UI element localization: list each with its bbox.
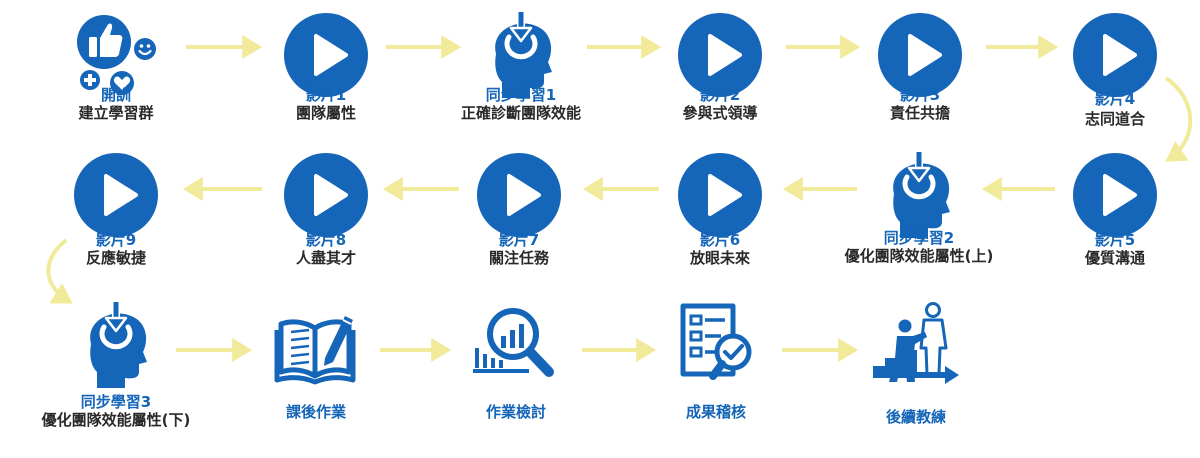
- step-subtitle: 志同道合: [1084, 110, 1145, 128]
- step-title: 影片2: [699, 86, 741, 104]
- step-title: 開訓: [100, 86, 131, 104]
- step-title: 同步學習1: [485, 86, 557, 104]
- play-icon: [283, 12, 369, 98]
- step-subtitle: 參與式領導: [682, 104, 758, 122]
- checklist-icon: [673, 302, 759, 388]
- step-subtitle: 優化團隊效能屬性(下): [41, 411, 191, 429]
- play-icon: [677, 12, 763, 98]
- flow-curve-arrow: [46, 238, 73, 304]
- head-download-icon: [73, 302, 159, 388]
- step-subtitle: 責任共擔: [889, 104, 950, 122]
- step-title: 同步學習2: [883, 229, 955, 247]
- step-subtitle: 放眼未來: [689, 249, 750, 267]
- step-subtitle: 團隊屬性: [295, 104, 356, 122]
- step-subtitle: 後續教練: [885, 408, 946, 426]
- step-title: 影片4: [1094, 90, 1136, 108]
- play-icon: [677, 152, 763, 238]
- step-subtitle: 建立學習群: [78, 104, 154, 122]
- step-title: 影片6: [699, 231, 741, 249]
- step-title: 影片3: [899, 86, 941, 104]
- step-subtitle: 正確診斷團隊效能: [460, 104, 581, 122]
- step-title: 影片7: [498, 231, 540, 249]
- head-download-icon: [478, 12, 564, 98]
- step-title: 同步學習3: [80, 393, 152, 411]
- step-title: 影片9: [95, 231, 137, 249]
- step-subtitle: 課後作業: [285, 403, 346, 421]
- step-subtitle: 優質溝通: [1084, 249, 1145, 267]
- step-subtitle: 優化團隊效能屬性(上): [844, 247, 994, 265]
- step-subtitle: 關注任務: [488, 249, 549, 267]
- play-icon: [476, 152, 562, 238]
- step-subtitle: 作業檢討: [485, 403, 546, 421]
- step-title: 影片5: [1094, 231, 1136, 249]
- play-icon: [1072, 12, 1158, 98]
- step-title: 影片8: [305, 231, 347, 249]
- play-icon: [73, 152, 159, 238]
- step-subtitle: 成果稽核: [685, 403, 746, 421]
- coaching-people-icon: [873, 302, 959, 388]
- step-subtitle: 反應敏捷: [85, 249, 146, 267]
- play-icon: [877, 12, 963, 98]
- play-icon: [1072, 152, 1158, 238]
- flow-curve-arrow: [1164, 76, 1193, 162]
- magnifier-chart-icon: [473, 302, 559, 388]
- play-icon: [283, 152, 369, 238]
- social-icons: [73, 12, 159, 98]
- step-title: 影片1: [305, 86, 347, 104]
- book-pen-icon: [273, 302, 359, 388]
- step-subtitle: 人盡其才: [295, 249, 356, 267]
- head-download-icon: [876, 152, 962, 238]
